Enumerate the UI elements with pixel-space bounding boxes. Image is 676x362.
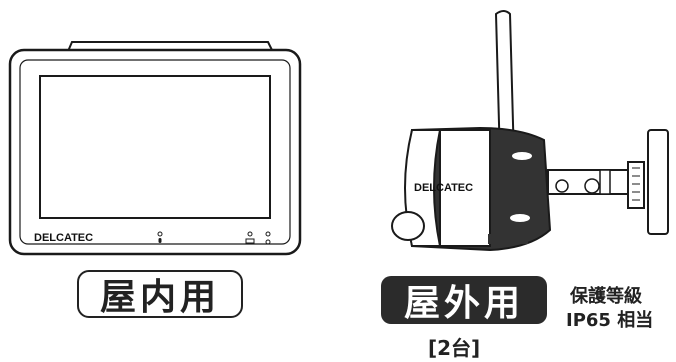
ip-rating-label: IP65 相当 (566, 310, 654, 331)
camera-body (391, 126, 552, 252)
quantity-label: [2台] (428, 336, 481, 360)
microphone-icon (157, 231, 163, 243)
outdoor-use-label: 屋外用 (381, 276, 547, 324)
indoor-use-label: 屋内用 (77, 270, 243, 318)
camera-mount-bracket (547, 129, 669, 235)
protection-grade-label: 保護等級 (570, 286, 642, 307)
camera-brand-logo: DELCATEC (414, 182, 473, 194)
monitor-screen (39, 75, 271, 219)
svg-text:DELCATEC: DELCATEC (414, 182, 473, 194)
monitor-brand-logo: DELCATEC (34, 232, 93, 244)
svg-text:DELCATEC: DELCATEC (34, 232, 93, 244)
status-indicator-icons (245, 231, 271, 245)
